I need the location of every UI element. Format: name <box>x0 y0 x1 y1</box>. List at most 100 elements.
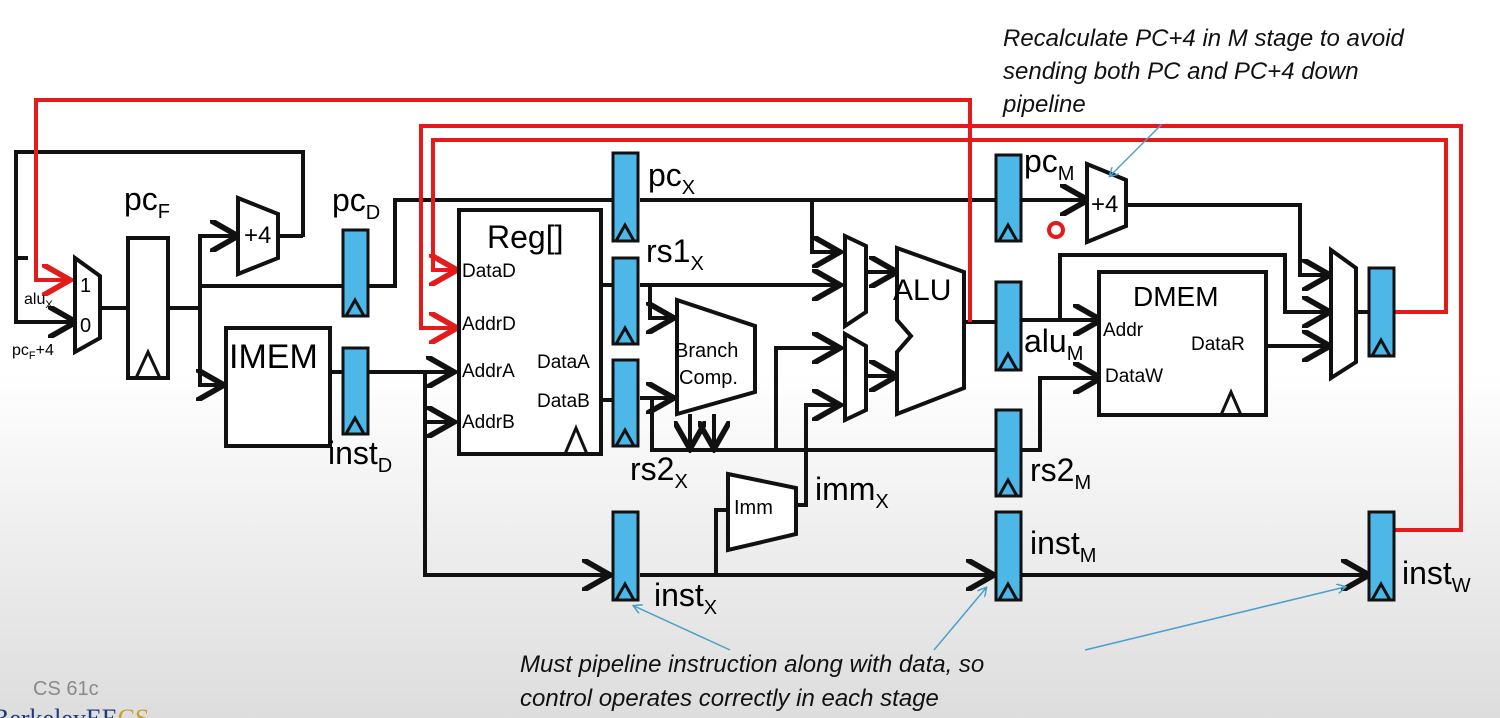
adder-m-label: +4 <box>1091 191 1118 218</box>
label-rs2-m: rs2M <box>1030 452 1091 494</box>
port-dataa: DataA <box>537 352 590 373</box>
pipeline-reg-instd <box>341 346 370 436</box>
label-pc-x: pcX <box>648 157 695 199</box>
wire-instw-to-addrd <box>419 124 1463 532</box>
port-addrb: AddrB <box>462 412 515 433</box>
wire-instx-to-imm <box>714 508 728 575</box>
top-annotation: Recalculate PC+4 in M stage to avoid sen… <box>1002 25 1405 176</box>
pipeline-reg-rs2m <box>994 408 1023 498</box>
label-inst-m: instM <box>1030 525 1096 567</box>
alu-b-mux <box>843 330 868 424</box>
port-datab: DataB <box>537 391 590 412</box>
dmem-label: DMEM <box>1133 281 1219 312</box>
pc-mux: 1 0 <box>73 254 102 356</box>
pc-mux-in0-label: 0 <box>80 315 91 337</box>
bottom-note-pointer-w <box>1084 587 1345 651</box>
adder-f-label: +4 <box>244 222 271 249</box>
wire-pcf-to-imem <box>200 308 220 385</box>
top-note-line-2: sending both PC and PC+4 down <box>1003 58 1359 85</box>
register-file: Reg[] DataD AddrD AddrA AddrB DataA Data… <box>457 208 603 456</box>
pipeline-reg-instm <box>994 510 1023 602</box>
wire-rs2x-to-rs2m <box>650 398 995 452</box>
alu-label: ALU <box>893 274 951 307</box>
label-imm-x: immX <box>815 471 889 513</box>
pipeline-reg-alum <box>994 280 1023 372</box>
red-wires <box>34 98 1463 532</box>
black-wires <box>14 150 1368 575</box>
wire-pcf4-to-mux <box>14 258 72 322</box>
bottom-note-pointer-x <box>634 606 731 651</box>
adder-f: +4 <box>236 195 280 277</box>
pipeline-reg-rs1x <box>611 256 640 346</box>
dmem: DMEM Addr DataW DataR <box>1097 270 1268 417</box>
signal-labels: aluX pcF+4 pcF pcD instD pcX rs1X rs2X i… <box>12 143 1471 619</box>
port-addrd: AddrD <box>462 314 516 335</box>
bottom-note-line-1: Must pipeline instruction along with dat… <box>520 651 984 678</box>
port-datad: DataD <box>462 261 516 282</box>
bottom-note-line-2: control operates correctly in each stage <box>520 685 939 712</box>
wire-pcf-to-adder <box>198 236 234 308</box>
wire-pcx-to-amux <box>810 200 836 252</box>
course-label: CS 61c <box>33 678 99 700</box>
branch-comp-label-1: Branch <box>675 340 738 362</box>
wire-instd-to-instx <box>423 422 606 575</box>
regfile-label: Reg[] <box>487 219 563 255</box>
pipeline-reg-pcx <box>611 151 640 243</box>
wire-rs1x-to-bc <box>650 285 670 318</box>
label-pc-d: pcD <box>332 182 380 224</box>
pipeline-reg-pcm <box>994 153 1023 243</box>
label-pc-f: pcF <box>124 181 170 223</box>
wire-instd-addrb <box>423 372 450 422</box>
wire-alum-to-wbmux <box>1058 253 1326 320</box>
port-datar: DataR <box>1191 334 1245 355</box>
pcf-register <box>126 236 170 380</box>
bottom-annotation: Must pipeline instruction along with dat… <box>520 587 1345 712</box>
label-pc-m: pcM <box>1024 143 1074 185</box>
cursor-marker-icon <box>1047 221 1065 239</box>
label-rs1-x: rs1X <box>646 233 704 275</box>
label-rs2-x: rs2X <box>630 451 688 493</box>
berkeley-eecs-logo: BerkeleyEECS <box>0 704 149 718</box>
mux-sel-pcf4: pcF+4 <box>12 342 54 362</box>
wire-wb-to-datad <box>433 138 1448 314</box>
branch-comparator: Branch Comp. <box>675 297 757 417</box>
pipeline-reg-instx <box>611 510 640 602</box>
wire-pcf4-loop <box>14 150 305 260</box>
wire-pcd-to-pcx <box>369 198 612 288</box>
imm-generator: Imm <box>726 471 798 553</box>
pipeline-reg-rs2x <box>611 358 640 448</box>
branch-comp-label-2: Comp. <box>679 367 738 389</box>
pipeline-reg-regw <box>1367 266 1396 358</box>
top-note-pointer <box>1110 123 1163 176</box>
writeback-mux <box>1329 246 1358 382</box>
port-dataw: DataW <box>1105 366 1163 387</box>
mux-sel-alux: aluX <box>24 291 53 311</box>
wire-rs2m-to-dataw <box>1022 378 1097 452</box>
label-inst-d: instD <box>328 435 392 477</box>
alu-a-mux <box>843 232 868 330</box>
imem-label: IMEM <box>229 338 318 376</box>
top-note-line-3: pipeline <box>1002 91 1086 118</box>
wire-imm-to-bmux <box>796 405 836 507</box>
footer: CS 61c BerkeleyEECS <box>0 678 149 718</box>
port-addr: Addr <box>1103 320 1144 341</box>
label-alu-m: aluM <box>1024 323 1083 365</box>
wire-rs2x-to-bmux <box>774 348 836 450</box>
pipeline-reg-instw <box>1367 510 1396 602</box>
adder-m: +4 <box>1085 161 1128 245</box>
port-addra: AddrA <box>462 361 515 382</box>
wire-pcm4-to-wbmux <box>1126 203 1326 275</box>
pipeline-reg-pcd <box>341 228 370 318</box>
label-inst-x: instX <box>654 577 717 619</box>
pipeline-registers <box>341 151 1396 602</box>
imem: IMEM <box>224 326 332 448</box>
bottom-note-pointer-m <box>933 588 986 651</box>
pc-mux-in1-label: 1 <box>80 275 91 297</box>
wire-alux-to-pcmux <box>34 98 972 322</box>
alu: ALU <box>893 245 966 417</box>
top-note-line-1: Recalculate PC+4 in M stage to avoid <box>1003 25 1405 52</box>
imm-label: Imm <box>734 497 773 519</box>
label-inst-w: instW <box>1402 555 1471 597</box>
